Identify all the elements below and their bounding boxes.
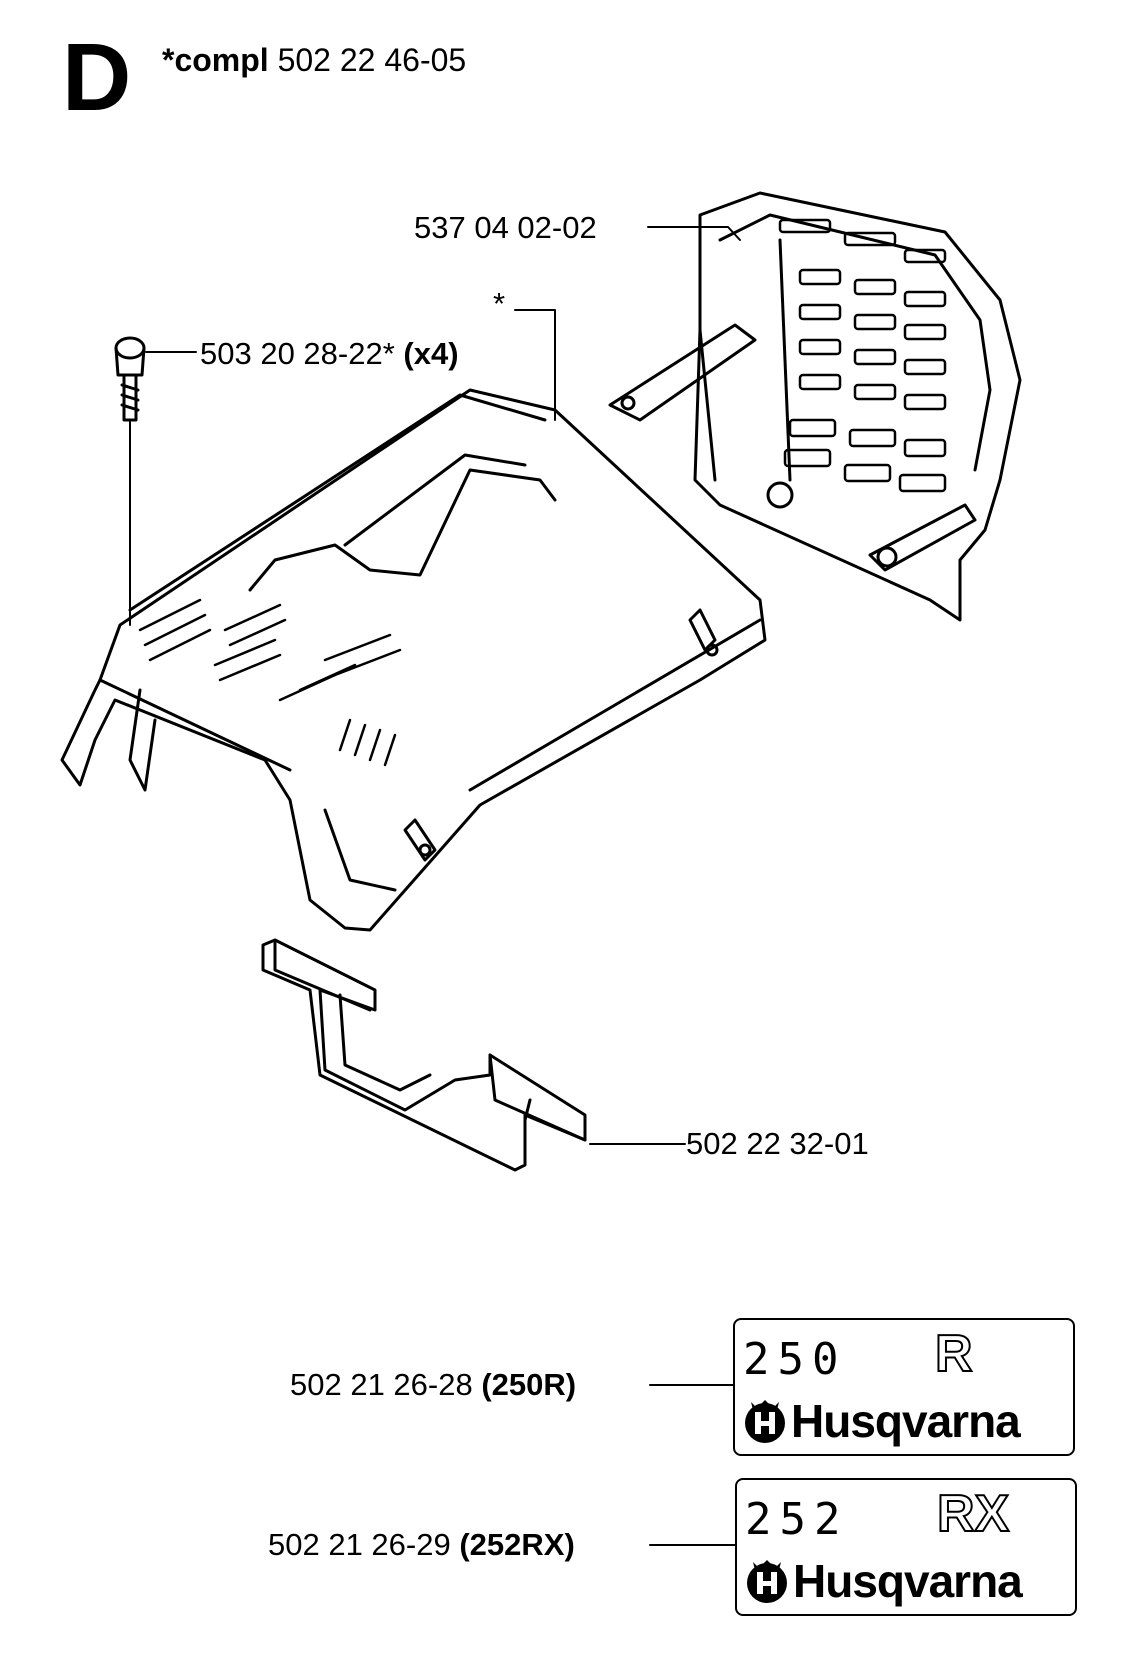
decal-252rx-model: 252 <box>745 1494 849 1545</box>
decal-250r: 250 R Husqvarna <box>733 1318 1075 1456</box>
decal-250r-brand: Husqvarna <box>791 1395 1021 1447</box>
callout-decal-250r-model: (250R) <box>481 1367 577 1402</box>
callout-decal-252rx-model: (252RX) <box>459 1527 575 1562</box>
decal-250r-suffix: R <box>934 1325 974 1383</box>
callout-decal-252rx: 502 21 26-29 (252RX) <box>268 1529 575 1560</box>
section-letter: D <box>62 24 132 131</box>
decal-252rx: 252 RX Husqvarna <box>735 1478 1077 1616</box>
screw <box>114 336 146 626</box>
decal-252rx-suffix: RX <box>936 1485 1010 1543</box>
callout-decal-252rx-part: 502 21 26-29 <box>268 1527 451 1562</box>
callout-screw-qty: (x4) <box>403 336 459 371</box>
assembly-part-number: 502 22 46-05 <box>277 42 467 78</box>
decal-252rx-brand: Husqvarna <box>793 1555 1023 1607</box>
callout-screw-part: 503 20 28-22* <box>200 336 395 371</box>
top-cover <box>60 388 767 932</box>
callout-screw: 503 20 28-22* (x4) <box>200 338 459 369</box>
callout-base-plate-part: 502 22 32-01 <box>686 1126 869 1161</box>
base-plate <box>261 938 587 1172</box>
callout-base-plate: 502 22 32-01 <box>686 1128 869 1159</box>
callout-decal-250r-part: 502 21 26-28 <box>290 1367 473 1402</box>
air-filter-holder <box>608 191 1022 622</box>
cover-marker-text: * <box>493 286 506 321</box>
callout-cover-marker: * <box>493 288 505 319</box>
leader-lines <box>145 226 741 1546</box>
husqvarna-crown-icon <box>745 1400 785 1443</box>
husqvarna-crown-icon <box>747 1560 787 1603</box>
assembly-prefix: *compl <box>162 42 269 78</box>
callout-filter-holder: 537 04 02-02 <box>414 212 597 243</box>
callout-filter-holder-part: 537 04 02-02 <box>414 210 597 245</box>
callout-decal-250r: 502 21 26-28 (250R) <box>290 1369 576 1400</box>
decal-250r-model: 250 <box>743 1334 847 1385</box>
assembly-number: *compl 502 22 46-05 <box>162 44 466 76</box>
